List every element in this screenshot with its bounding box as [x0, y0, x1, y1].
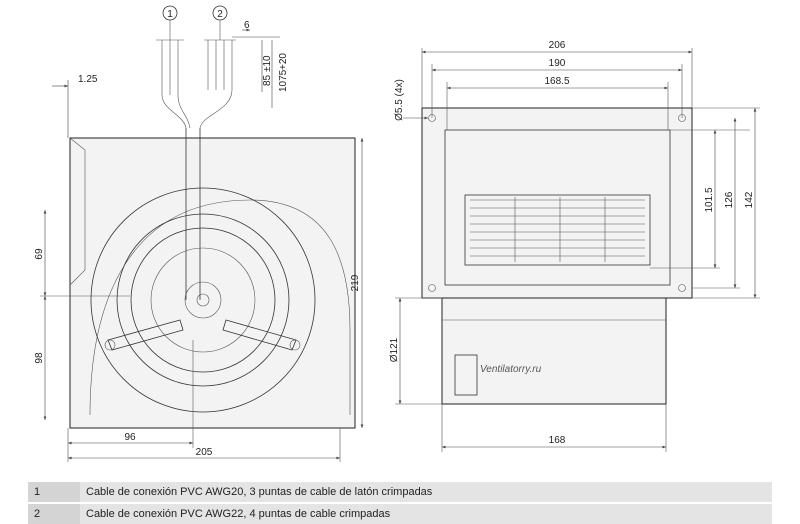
dim-flange: 1.25	[78, 74, 98, 85]
watermark: Ventilatorry.ru	[480, 364, 542, 375]
callout-1-label: 1	[167, 9, 173, 20]
technical-drawing: 1 2 6 85 ±10 1075 +20 1.25 69 98 219 96	[34, 5, 760, 462]
front-view: 1 2 6 85 ±10 1075 +20 1.25 69 98 219 96	[34, 5, 364, 462]
dim-cable-length: 1075	[278, 69, 289, 92]
dim-housing-dia: Ø121	[389, 337, 400, 362]
cable-1	[161, 40, 191, 129]
scroll-circle	[90, 187, 316, 413]
scroll-housing	[69, 137, 356, 429]
legend-row: 1 Cable de conexión PVC AWG20, 3 puntas …	[28, 482, 772, 503]
outlet-frame	[444, 129, 671, 286]
side-view: 206 190 168.5 Ø5.5 (4x) 101.5 126 142 Ø1…	[389, 40, 760, 452]
rotor-inner	[130, 227, 276, 373]
rotor-outer	[116, 213, 290, 387]
dim-total-height: 219	[350, 274, 361, 291]
dim-hole-pitch: 190	[549, 58, 566, 69]
outlet-flange	[421, 107, 693, 299]
dim-holes: Ø5.5 (4x)	[394, 79, 405, 121]
dim-lower-height: 98	[34, 352, 45, 364]
dim-strip-tol: ±10	[262, 55, 273, 72]
cable-2	[199, 40, 233, 129]
dim-flange-height: 142	[744, 191, 755, 208]
legend-row: 2 Cable de conexión PVC AWG22, 4 puntas …	[28, 503, 772, 524]
legend-num: 2	[28, 503, 80, 524]
legend-table: 1 Cable de conexión PVC AWG20, 3 puntas …	[28, 482, 772, 524]
impeller-blades	[470, 197, 645, 262]
dim-axis-offset: 96	[124, 432, 136, 443]
bracket-left	[107, 319, 184, 351]
legend-num: 1	[28, 482, 80, 503]
impeller-window	[464, 194, 651, 266]
dim-depth: 168	[549, 435, 566, 446]
dim-total-width: 205	[196, 447, 213, 458]
dim-outlet-width: 168.5	[544, 76, 569, 87]
connector-box	[454, 354, 478, 396]
dim-cable-tol: +20	[278, 53, 289, 70]
dim-upper-height: 69	[34, 248, 45, 260]
dim-hole-pitch-v: 126	[724, 191, 735, 208]
housing-body	[441, 297, 667, 405]
cable-bundle	[185, 128, 201, 300]
legend-text: Cable de conexión PVC AWG20, 3 puntas de…	[86, 486, 433, 498]
legend-text: Cable de conexión PVC AWG22, 4 puntas de…	[86, 508, 391, 520]
mount-hole-br	[678, 284, 686, 292]
bracket-right	[222, 319, 297, 351]
dim-strip-length: 85	[262, 74, 273, 86]
callout-2-label: 2	[217, 9, 223, 20]
dim-wire-pitch: 6	[244, 20, 250, 31]
mount-hole-bl	[428, 284, 436, 292]
dim-overall-width: 206	[549, 40, 566, 51]
hub	[184, 281, 222, 319]
dim-outlet-height: 101.5	[704, 187, 715, 212]
